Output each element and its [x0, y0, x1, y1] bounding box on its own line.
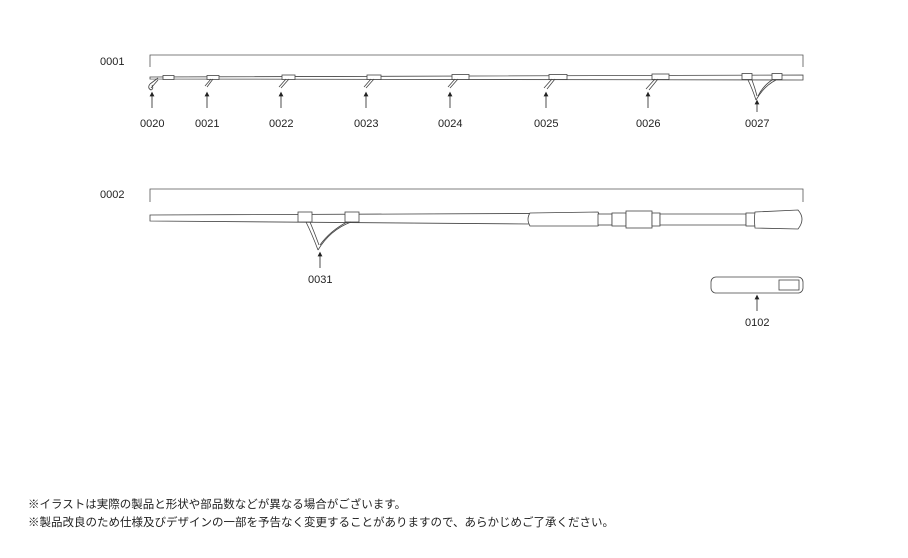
section-bracket-0002 [149, 188, 804, 202]
part-label-0027: 0027 [745, 118, 769, 130]
butt-blank [149, 213, 531, 225]
guide-0026 [645, 73, 670, 91]
guide-0022 [278, 74, 296, 89]
butt-collar [745, 212, 756, 227]
part-label-0020: 0020 [140, 118, 164, 130]
callouts-0001 [149, 91, 760, 112]
disclaimer-illustration: ※イラストは実際の製品と形状や部品数などが異なる場合がございます。 [28, 499, 407, 511]
part-label-0031: 0031 [308, 274, 332, 286]
tip-top-guide [148, 75, 175, 91]
part-label-0025: 0025 [534, 118, 558, 130]
rear-grip [754, 209, 803, 230]
rod-case-0102 [710, 276, 804, 294]
guide-0027 [741, 73, 783, 101]
part-label-0026: 0026 [636, 118, 660, 130]
disclaimer-spec-change: ※製品改良のため仕様及びデザインの一部を予告なく変更することがありますので、あら… [28, 517, 615, 529]
part-label-0102: 0102 [745, 317, 769, 329]
guide-0023 [363, 74, 382, 89]
section-label-0002: 0002 [100, 189, 124, 201]
part-label-0021: 0021 [195, 118, 219, 130]
guide-0024 [447, 74, 470, 89]
butt-shaft [659, 213, 747, 226]
part-label-0023: 0023 [354, 118, 378, 130]
fore-grip [527, 211, 601, 227]
guide-0031 [297, 211, 360, 251]
guide-0025 [543, 74, 568, 90]
part-label-0022: 0022 [269, 118, 293, 130]
part-label-0024: 0024 [438, 118, 462, 130]
reel-seat [597, 210, 661, 229]
section-label-0001: 0001 [100, 56, 124, 68]
tip-blank [149, 74, 804, 81]
guide-0021 [204, 75, 220, 88]
section-bracket-0001 [149, 54, 804, 67]
